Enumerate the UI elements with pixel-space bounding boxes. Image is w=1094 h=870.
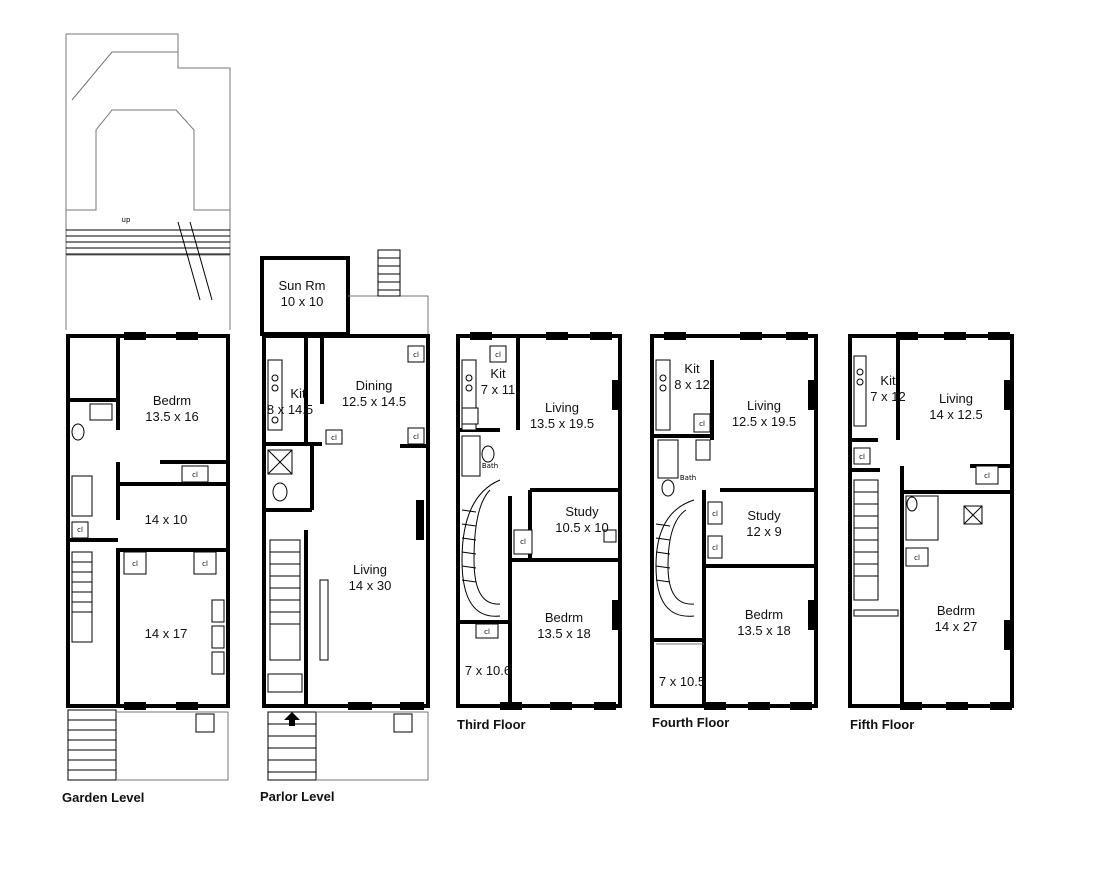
- parlor-closet-3: cl: [331, 434, 337, 442]
- room-dims: 12.5 x 14.5: [342, 394, 406, 409]
- garden-exterior-wall: [66, 334, 230, 708]
- fourth-fixtures: [655, 359, 723, 645]
- fourth-closet-2: cl: [712, 510, 718, 518]
- room-dims: 7 x 10.5: [659, 674, 705, 689]
- third-closet-1: cl: [495, 351, 501, 359]
- fifth-closet-2: cl: [914, 554, 920, 562]
- room-dims: 8 x 12: [674, 377, 709, 392]
- room-name: Study: [565, 504, 599, 519]
- fourth-partitions: [652, 360, 816, 706]
- room-name: Study: [747, 508, 781, 523]
- yard-path: [71, 51, 178, 101]
- third-exterior-wall: [456, 334, 622, 708]
- fifth-closet-3: cl: [984, 472, 990, 480]
- room-name: Kit: [880, 373, 896, 388]
- fourth-closet-1: cl: [699, 420, 705, 428]
- room-name: Bedrm: [745, 607, 783, 622]
- parlor-exterior-wall: [262, 334, 430, 708]
- room-name: Living: [939, 391, 973, 406]
- floor-label: Third Floor: [457, 717, 526, 732]
- rear-yard-outline: [65, 33, 231, 330]
- fourth-floor-plan: cl cl cl Bath Kit 8 x 12 Living 12.5 x 1…: [650, 332, 818, 730]
- room-dims: 14 x 17: [145, 626, 188, 641]
- garden-level-plan: up: [62, 33, 231, 805]
- third-closet-3: cl: [484, 628, 490, 636]
- room-name: Bedrm: [545, 610, 583, 625]
- fifth-fixtures: [853, 355, 999, 617]
- garden-closet-3: cl: [192, 471, 198, 479]
- room-name: Bedrm: [153, 393, 191, 408]
- room-dims: 7 x 12: [870, 389, 905, 404]
- room-dims: 13.5 x 16: [145, 409, 199, 424]
- yard-planter: [66, 109, 230, 211]
- parlor-closet-2: cl: [413, 433, 419, 441]
- room-name: Living: [747, 398, 781, 413]
- parlor-fixtures: [267, 345, 429, 781]
- room-name: Living: [353, 562, 387, 577]
- fifth-closet-1: cl: [859, 453, 865, 461]
- room-dims: 12 x 9: [746, 524, 781, 539]
- floor-label: Fifth Floor: [850, 717, 914, 732]
- third-bath-label: Bath: [482, 462, 498, 470]
- garden-wall-piers: [124, 332, 198, 710]
- parlor-wall-piers: [348, 500, 424, 710]
- fifth-exterior-wall: [848, 334, 1014, 708]
- parlor-rear-stair: [377, 249, 401, 297]
- parlor-closet-1: cl: [413, 351, 419, 359]
- floor-label: Garden Level: [62, 790, 144, 805]
- room-dims: 10 x 10: [281, 294, 324, 309]
- fourth-closet-3: cl: [712, 544, 718, 552]
- room-dims: 13.5 x 18: [537, 626, 591, 641]
- fourth-bath-label: Bath: [680, 474, 696, 482]
- rear-deck-railing: [66, 221, 230, 301]
- fourth-exterior-wall: [650, 334, 818, 708]
- room-name: Kit: [490, 366, 506, 381]
- third-fixtures: [461, 345, 617, 639]
- room-dims: 14 x 12.5: [929, 407, 983, 422]
- garden-closet-4: cl: [77, 526, 83, 534]
- floor-label: Fourth Floor: [652, 715, 729, 730]
- fifth-wall-piers: [896, 332, 1012, 710]
- room-dims: 13.5 x 19.5: [530, 416, 594, 431]
- parlor-partitions: [264, 336, 428, 706]
- room-dims: 12.5 x 19.5: [732, 414, 796, 429]
- fifth-floor-plan: cl cl cl Kit 7 x 12 Living 14 x 12.5 Bed…: [848, 332, 1014, 732]
- rear-deck: [348, 295, 429, 336]
- third-closet-2: cl: [520, 538, 526, 546]
- garden-closet-1: cl: [132, 560, 138, 568]
- floor-label: Parlor Level: [260, 789, 334, 804]
- garden-closet-2: cl: [202, 560, 208, 568]
- garden-front-areaway: [67, 709, 229, 781]
- parlor-level-plan: cl cl cl Sun Rm 10 x 10 Kit 8 x 14.5 Din…: [260, 249, 430, 804]
- garden-fixtures: [71, 403, 225, 675]
- room-name: Dining: [356, 378, 393, 393]
- rear-stair-label: up: [122, 216, 131, 224]
- room-dims: 14 x 10: [145, 512, 188, 527]
- room-name: Kit: [684, 361, 700, 376]
- garden-partitions: [68, 336, 228, 706]
- room-dims: 14 x 30: [349, 578, 392, 593]
- room-name: Living: [545, 400, 579, 415]
- fourth-wall-piers: [664, 332, 816, 710]
- room-dims: 7 x 11: [481, 382, 515, 397]
- room-name: Bedrm: [937, 603, 975, 618]
- room-dims: 13.5 x 18: [737, 623, 791, 638]
- room-dims: 10.5 x 10: [555, 520, 609, 535]
- third-floor-plan: cl cl cl Bath Kit 7 x 11 Living 13.5 x 1…: [456, 332, 622, 732]
- room-name: Kit: [290, 386, 306, 401]
- room-dims: 14 x 27: [935, 619, 978, 634]
- room-dims: 7 x 10.6: [465, 663, 511, 678]
- room-dims: 8 x 14.5: [267, 402, 313, 417]
- room-name: Sun Rm: [279, 278, 326, 293]
